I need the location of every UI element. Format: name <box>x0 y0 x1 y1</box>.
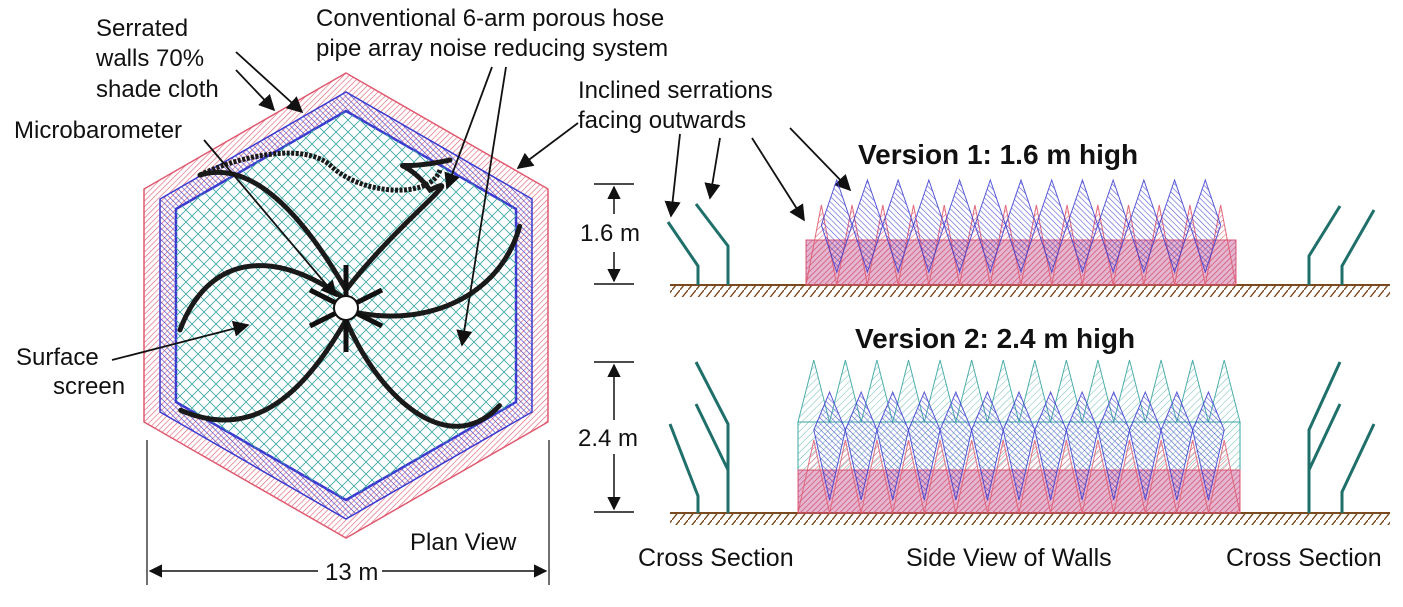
label-serrated-walls: Serrated walls 70% shade cloth <box>95 15 219 103</box>
arrow-serrated-1 <box>235 69 276 112</box>
cross-section-v2-left <box>668 361 730 513</box>
serration <box>1049 439 1083 514</box>
label-cross-section-right: Cross Section <box>1226 544 1382 572</box>
ground-1 <box>670 284 1390 297</box>
arrow-microbarometer <box>203 139 338 298</box>
arrow-inclined-3 <box>751 137 805 222</box>
arrow-inclined-1 <box>664 133 681 218</box>
serration <box>1049 359 1083 423</box>
label-plan-view: Plan View <box>410 529 517 556</box>
cross-section-v1-right <box>1307 205 1376 285</box>
serration <box>1189 178 1222 274</box>
label-width: 13 m <box>325 559 378 586</box>
wall-v2-serrations <box>797 359 1241 514</box>
cross-section-v1-left <box>666 203 730 285</box>
serration <box>828 439 862 514</box>
serration <box>797 439 831 514</box>
label-cross-section-left: Cross Section <box>638 544 794 572</box>
label-side-view: Side View of Walls <box>906 544 1112 572</box>
hose-arm <box>343 157 453 293</box>
serration <box>860 359 894 423</box>
serration <box>1144 359 1178 423</box>
serration <box>828 359 862 423</box>
serration <box>1081 359 1115 423</box>
serration <box>1018 439 1052 514</box>
serration <box>1113 439 1146 514</box>
serration <box>923 359 957 423</box>
serration <box>797 359 831 423</box>
arrow-conventional-2 <box>456 66 507 347</box>
arrow-serrated-2 <box>235 51 304 114</box>
serration <box>892 439 925 514</box>
serration <box>892 359 925 423</box>
hose-arm <box>343 317 503 429</box>
label-inclined: Inclined serrations facing outwards <box>578 77 779 134</box>
label-microbarometer: Microbarometer <box>14 117 182 144</box>
serration <box>1018 359 1052 423</box>
serration <box>1113 359 1146 423</box>
ground-2 <box>670 512 1390 525</box>
label-surface-screen: Surface screen <box>16 344 125 400</box>
arrow-inclined-plan <box>516 122 579 169</box>
serration <box>1207 359 1241 423</box>
serration <box>1192 390 1225 501</box>
hose-arm <box>343 222 523 319</box>
microbarometer <box>333 295 359 321</box>
serration <box>986 359 1020 423</box>
arrow-surface-screen <box>111 320 250 361</box>
serration <box>1176 359 1210 423</box>
serration <box>986 439 1020 514</box>
serration <box>955 439 989 514</box>
hose-arm-curve <box>198 150 443 193</box>
hose-arm <box>177 317 349 423</box>
serration <box>860 439 894 514</box>
hose-arm <box>197 169 349 293</box>
serration <box>923 439 957 514</box>
arrow-conventional-1 <box>444 66 493 190</box>
label-height-2: 2.4 m <box>578 425 638 452</box>
serration <box>955 359 989 423</box>
plan-view <box>143 72 550 585</box>
serration <box>1081 439 1115 514</box>
arrow-inclined-4 <box>789 127 852 192</box>
label-height-1: 1.6 m <box>580 220 640 247</box>
label-version-1: Version 1: 1.6 m high <box>858 139 1138 170</box>
wall-v1-serrations <box>805 178 1237 286</box>
serration <box>1176 439 1210 514</box>
serration <box>1207 439 1241 514</box>
label-version-2: Version 2: 2.4 m high <box>855 323 1135 354</box>
cross-section-v2-right <box>1307 361 1376 513</box>
label-conventional: Conventional 6-arm porous hose pipe arra… <box>316 5 671 62</box>
arrow-inclined-2 <box>704 137 721 200</box>
serration <box>1144 439 1178 514</box>
